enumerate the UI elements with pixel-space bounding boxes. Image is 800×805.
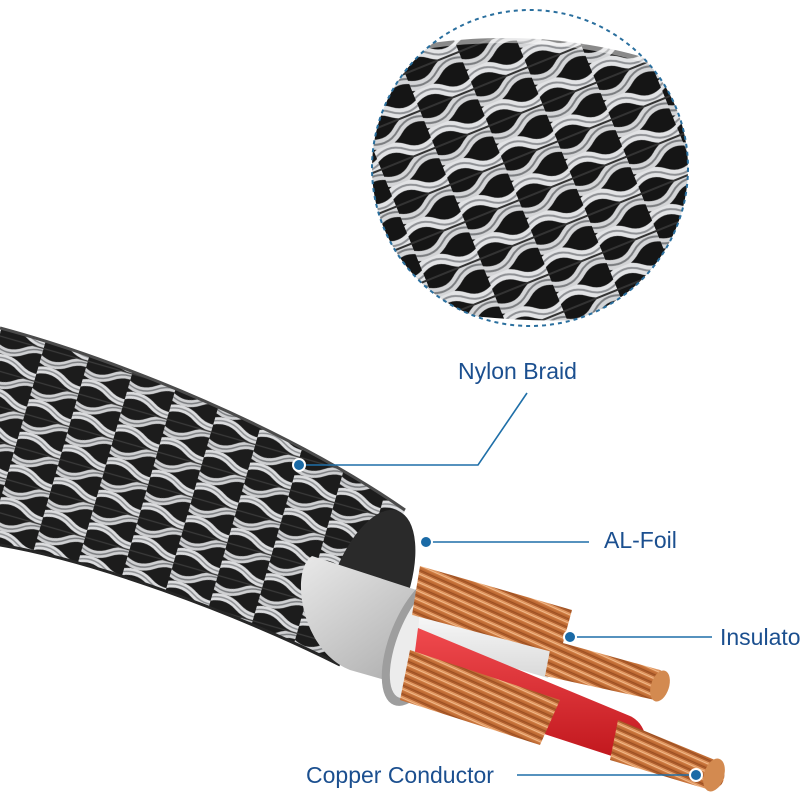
- magnifier-circle: [371, 9, 689, 327]
- callout-dots: [292, 458, 703, 782]
- leader-lines: [299, 392, 712, 776]
- label-copper-conductor: Copper Conductor: [306, 762, 494, 788]
- label-nylon-braid: Nylon Braid: [458, 358, 577, 384]
- white-insulator-core: [412, 566, 670, 702]
- leader-nylon-braid: [299, 392, 528, 466]
- callout-dot-insulator: [563, 630, 577, 644]
- label-al-foil: AL-Foil: [604, 527, 677, 553]
- label-insulator: Insulator: [720, 624, 800, 650]
- callout-dot-copper: [689, 768, 703, 782]
- callout-dot-nylon-braid: [292, 458, 306, 472]
- callout-dot-al-foil: [419, 535, 433, 549]
